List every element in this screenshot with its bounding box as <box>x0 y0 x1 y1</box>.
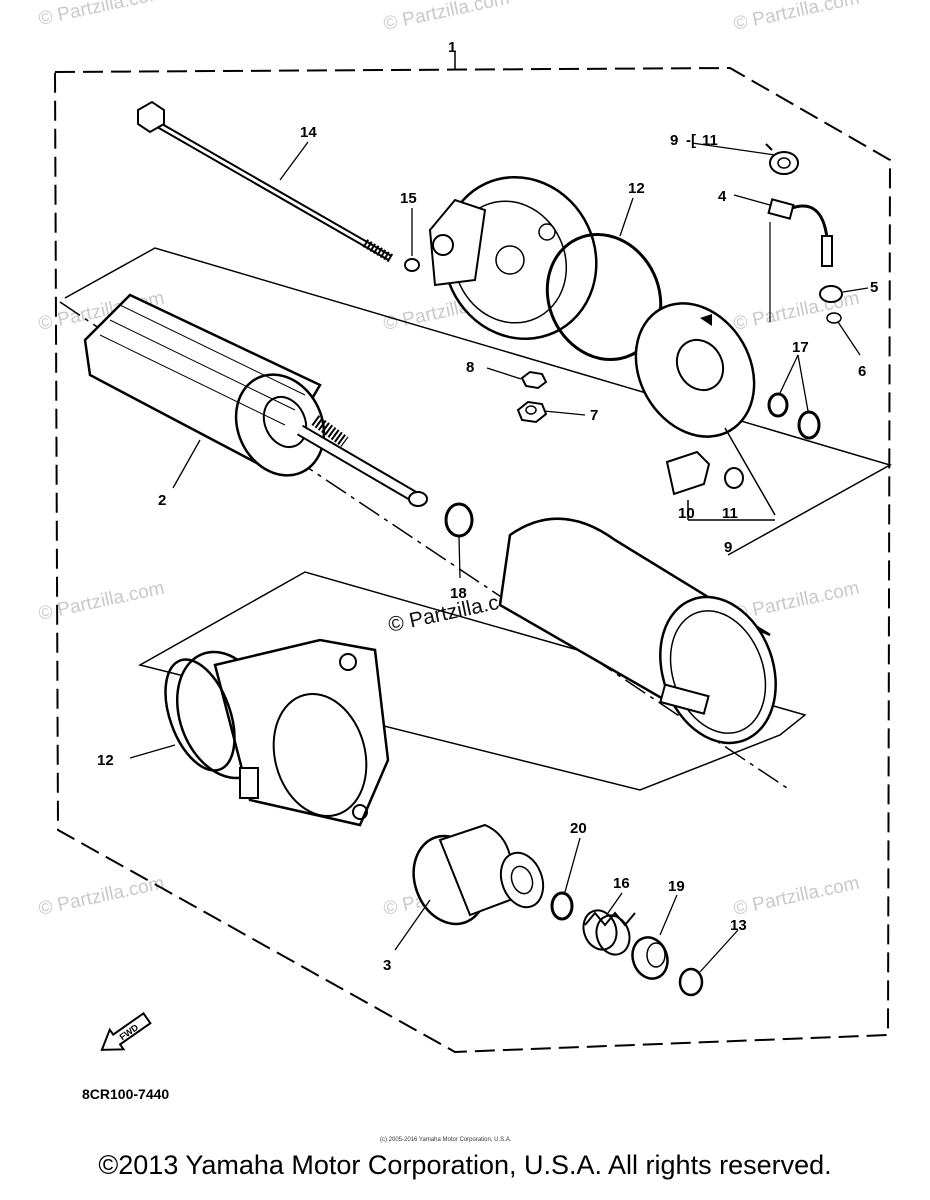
o-ring <box>404 258 420 272</box>
gasket-ring <box>545 233 663 361</box>
brush-set <box>665 450 744 496</box>
small-copyright: (c) 2005-2016 Yamaha Motor Corporation, … <box>380 1137 512 1143</box>
callout-bracket-sign: -[ <box>686 132 696 149</box>
centerline <box>59 301 791 791</box>
callout-17: 17 <box>792 339 809 356</box>
callout-9b: 9 <box>724 539 732 556</box>
diagram-part-number: 8CR100-7440 <box>82 1086 170 1102</box>
brush-plate <box>634 302 756 438</box>
callout-1: 1 <box>448 39 456 56</box>
callout-13: 13 <box>730 917 747 934</box>
o-ring-small <box>826 312 842 324</box>
leader-lines <box>129 141 869 973</box>
callout-14: 14 <box>300 124 317 141</box>
yoke-housing <box>498 517 777 745</box>
armature <box>83 293 428 507</box>
gasket-ring-lower <box>164 658 236 772</box>
callout-3: 3 <box>383 957 391 974</box>
pinion-spring <box>582 909 636 956</box>
callout-12: 12 <box>628 180 645 197</box>
watermark: © Partzilla.com <box>382 0 512 35</box>
callout-18: 18 <box>450 585 467 602</box>
callout-2: 2 <box>158 492 166 509</box>
callout-8: 8 <box>466 359 474 376</box>
brush-lead <box>767 198 833 322</box>
copyright-footer: ©2013 Yamaha Motor Corporation, U.S.A. A… <box>98 1150 832 1180</box>
through-bolt <box>137 100 395 263</box>
callout-labels: 1 14 15 12 9 -[ 11 4 5 6 17 8 7 10 11 9 … <box>97 39 878 974</box>
callout-4: 4 <box>718 188 727 205</box>
pinion-clutch <box>412 823 545 926</box>
watermark: © Partzilla.com <box>37 0 167 30</box>
callout-11b: 11 <box>722 505 738 522</box>
thrust-washer <box>444 502 474 538</box>
front-cover <box>175 638 390 827</box>
snap-ring <box>678 967 704 997</box>
callout-5: 5 <box>870 279 878 296</box>
callout-12b: 12 <box>97 752 114 769</box>
plane-outline <box>64 247 892 556</box>
brush-spring-top <box>765 143 799 175</box>
callout-10: 10 <box>678 505 695 522</box>
rear-cover <box>428 175 598 341</box>
stopper <box>631 936 669 980</box>
callout-bracket <box>687 427 776 521</box>
callout-7: 7 <box>590 407 598 424</box>
callout-9: 9 <box>670 132 678 149</box>
callout-20: 20 <box>570 820 587 837</box>
circlip <box>550 891 574 921</box>
fwd-arrow-icon: FWD <box>100 1011 152 1051</box>
callout-16: 16 <box>613 875 630 892</box>
callout-15: 15 <box>400 190 417 207</box>
watermark: © Partzilla.com <box>732 873 862 920</box>
callout-11: 11 <box>702 132 718 149</box>
grommet <box>819 285 843 303</box>
washer <box>797 410 821 440</box>
washer <box>767 392 789 418</box>
plane-outline <box>137 571 807 791</box>
callout-19: 19 <box>668 878 685 895</box>
assembly-boundary <box>53 66 892 1054</box>
watermark-layer: © Partzilla.com © Partzilla.com © Partzi… <box>37 0 862 920</box>
watermark: © Partzilla.com <box>732 0 862 35</box>
callout-6: 6 <box>858 363 866 380</box>
nut-washer <box>516 370 548 424</box>
